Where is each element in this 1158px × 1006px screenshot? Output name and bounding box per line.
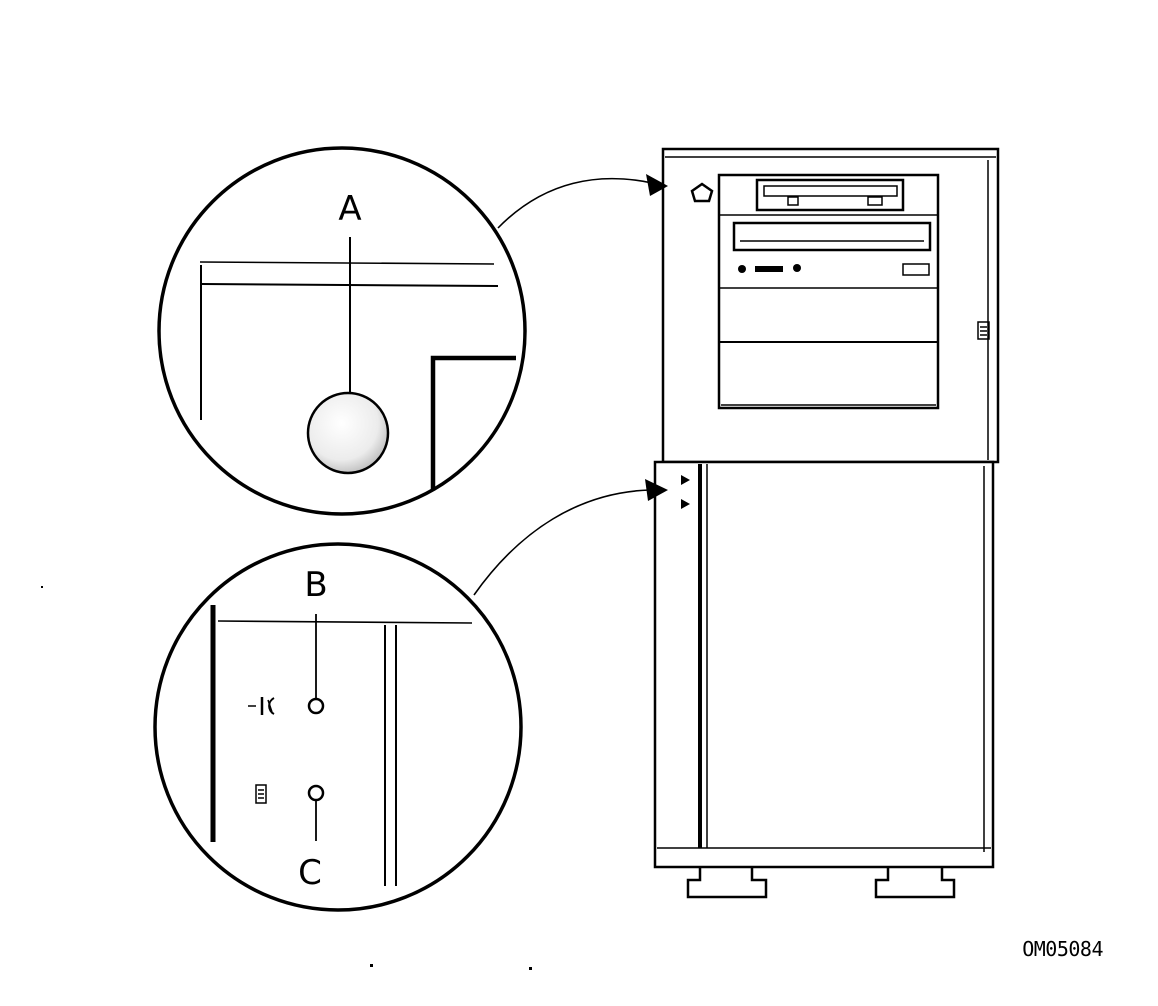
tower-feet [655,866,993,899]
figure-id: OM05084 [1022,937,1103,961]
cdrom-drive [719,214,938,289]
floppy-drive [755,178,905,212]
power-button-icon [690,182,714,203]
power-button-closeup [306,391,390,475]
callout-label-c: C [298,853,322,893]
power-led-closeup [307,697,325,715]
arrow-to-power-button [497,177,653,229]
callout-arrows [473,174,668,596]
scan-specks [41,586,532,970]
arrow-to-status-leds [473,489,651,596]
drive-bay-frame [717,173,940,410]
side-lock-icon [977,321,990,340]
tower-bottom-section [653,460,995,869]
magnifier-status-leds: B C [153,542,523,912]
tower-status-leds [681,475,690,509]
magnifier-power-button: A [157,146,527,516]
callout-label-a: A [338,189,361,229]
disk-activity-symbol-icon [255,784,267,804]
disk-activity-led-closeup [307,784,325,802]
power-led-symbol-icon [248,697,275,715]
callout-label-b: B [304,565,327,605]
server-tower [653,147,1000,899]
